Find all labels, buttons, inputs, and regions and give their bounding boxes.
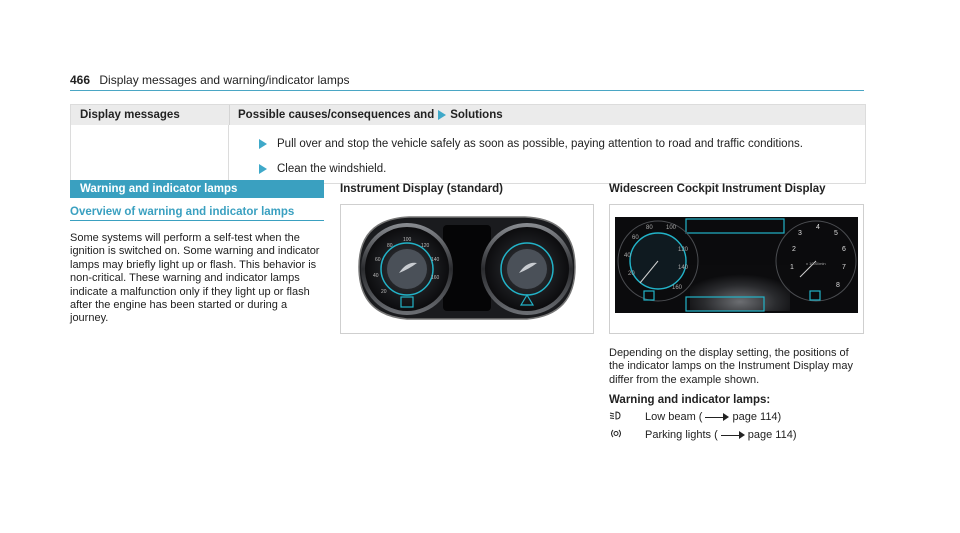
wide-right-gauge: x 1000/min 1 2 3 4 5 6 7 8: [775, 220, 857, 302]
lamp-item-parking-lights: Parking lights ( page 114): [609, 429, 797, 441]
gauge-tick-label: 20: [381, 289, 387, 295]
standard-caption: Instrument Display (standard): [340, 183, 503, 195]
wide-left-gauge: 20 40 60 80 100 120 140 160: [617, 220, 699, 302]
gauge-tick-label: 80: [646, 225, 653, 231]
gauge-tick-label: 1: [790, 264, 794, 271]
gauge-tick-label: 20: [628, 271, 635, 277]
gauge-tick-label: 40: [373, 273, 379, 279]
widescreen-cluster-svg: 20 40 60 80 100 120 140 160 x 1000/min 1…: [615, 217, 858, 313]
table-cell-message: [71, 125, 229, 183]
header-rule: [70, 90, 864, 91]
col-display-messages: Display messages: [80, 109, 180, 121]
section-subtitle: Overview of warning and indicator lamps: [70, 206, 295, 218]
gauge-tick-label: 6: [842, 246, 846, 253]
solution-item: Pull over and stop the vehicle safely as…: [259, 137, 865, 150]
display-setting-note: Depending on the display setting, the po…: [609, 347, 853, 386]
page-ref-arrow-icon: [720, 431, 745, 439]
table-row: Pull over and stop the vehicle safely as…: [71, 125, 865, 183]
page-header: 466 Display messages and warning/indicat…: [70, 73, 350, 87]
arrow-right-icon: [259, 138, 267, 149]
widescreen-caption: Widescreen Cockpit Instrument Display: [609, 183, 826, 195]
lamp-item-low-beam: Low beam ( page 114): [609, 411, 781, 423]
table-header-row: Display messages Possible causes/consequ…: [71, 105, 865, 125]
gauge-tick-label: 120: [678, 247, 689, 253]
gauge-tick-label: 60: [632, 235, 639, 241]
gauge-tick-label: 5: [834, 230, 838, 237]
center-screen: [443, 225, 491, 311]
left-gauge: 20 40 60 80 100 120 140 160: [361, 223, 453, 315]
page-title: Display messages and warning/indicator l…: [99, 73, 350, 87]
table-cell-solutions: Pull over and stop the vehicle safely as…: [229, 125, 865, 183]
page-ref-link[interactable]: page 114): [747, 429, 797, 441]
section-paragraph: Some systems will perform a self-test wh…: [70, 232, 320, 325]
solution-item: Clean the windshield.: [259, 162, 865, 175]
gauge-tick-label: 100: [403, 237, 412, 243]
gauge-tick-label: 100: [666, 225, 677, 231]
standard-display-figure: 20 40 60 80 100 120 140 160: [340, 204, 594, 334]
lamps-title: Warning and indicator lamps:: [609, 394, 771, 406]
solution-text: Pull over and stop the vehicle safely as…: [277, 137, 803, 150]
bottom-highlight-box: [685, 296, 765, 312]
gauge-tick-label: 4: [816, 224, 820, 231]
top-highlight-box: [685, 218, 785, 234]
arrow-right-icon: [438, 110, 447, 120]
gauge-tick-label: 2: [792, 246, 796, 253]
gauge-tick-label: 140: [678, 265, 689, 271]
gauge-tick-label: 40: [624, 253, 631, 259]
gauge-tick-label: 7: [842, 264, 846, 271]
gauge-tick-label: 120: [421, 243, 430, 249]
gauge-tick-label: 8: [836, 282, 840, 289]
col2-prefix: Possible causes/consequences and: [238, 109, 435, 121]
page-ref-link[interactable]: page 114): [732, 411, 782, 423]
tach-unit-label: x 1000/min: [806, 261, 826, 266]
low-beam-icon: [609, 411, 645, 423]
page-ref-arrow-icon: [705, 413, 730, 421]
gauge-tick-label: 60: [375, 257, 381, 263]
section-title: Warning and indicator lamps: [70, 180, 324, 198]
widescreen-display-figure: 20 40 60 80 100 120 140 160 x 1000/min 1…: [609, 204, 864, 334]
solution-text: Clean the windshield.: [277, 162, 387, 175]
gauge-tick-label: 140: [431, 257, 440, 263]
col-causes-solutions: Possible causes/consequences and Solutio…: [229, 105, 865, 125]
gauge-tick-label: 160: [431, 275, 440, 281]
display-messages-table: Display messages Possible causes/consequ…: [70, 104, 866, 184]
standard-cluster-svg: 20 40 60 80 100 120 140 160: [358, 216, 576, 320]
lamp-label: Parking lights (: [645, 429, 718, 441]
page-number: 466: [70, 73, 91, 87]
subtitle-rule: [70, 220, 324, 221]
arrow-right-icon: [259, 163, 267, 174]
parking-lights-icon: [609, 429, 645, 441]
lamp-label: Low beam (: [645, 411, 703, 423]
col2-suffix: Solutions: [450, 109, 503, 121]
gauge-tick-label: 80: [387, 243, 393, 249]
gauge-tick-label: 3: [798, 230, 802, 237]
right-gauge: [481, 223, 573, 315]
gauge-tick-label: 160: [672, 285, 683, 291]
